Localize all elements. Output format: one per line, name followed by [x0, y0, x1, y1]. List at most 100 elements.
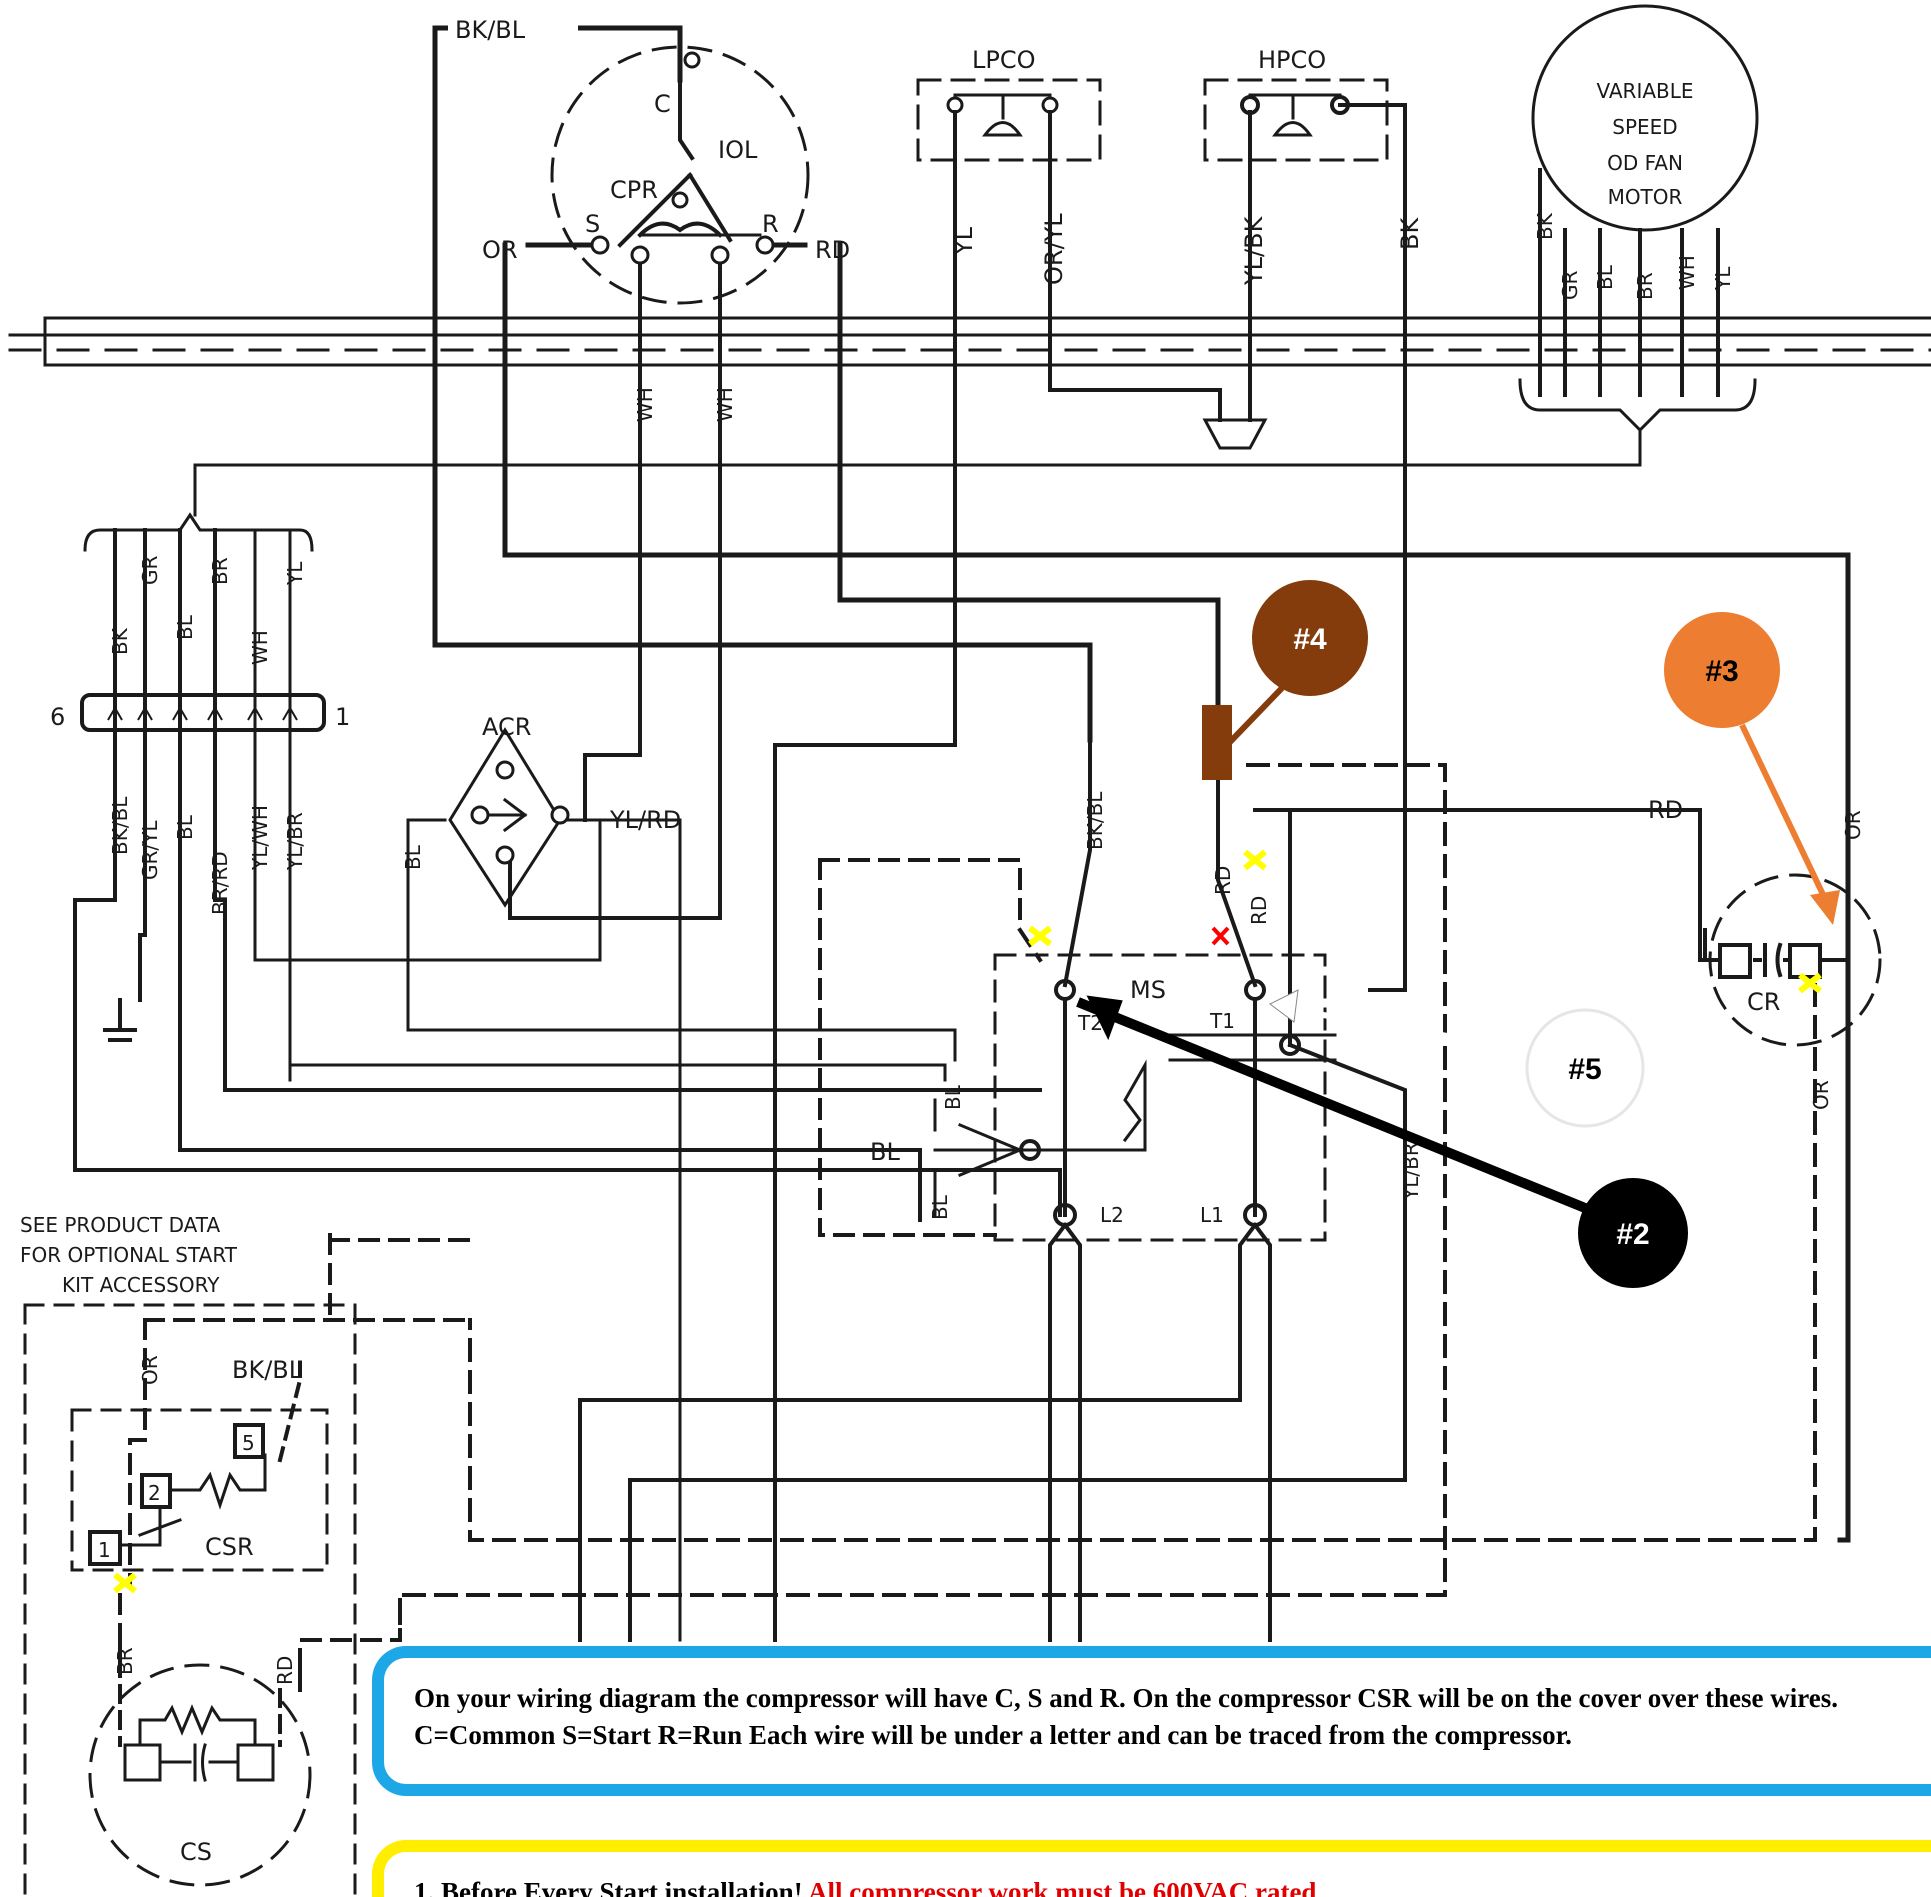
label-yl-bk: YL/BK	[1240, 215, 1268, 286]
label-rd-top: RD	[815, 236, 850, 264]
rd-wire	[762, 242, 1221, 708]
label-cr-rd: RD	[1648, 796, 1683, 824]
label-t1: T1	[1209, 1009, 1235, 1033]
callout-2-label: #2	[1616, 1218, 1649, 1251]
label-csr-pin-2: 2	[148, 1481, 161, 1505]
label-compressor: CPR	[610, 176, 658, 204]
label-compressor-r: R	[762, 210, 779, 238]
label-fan-bk: BK	[1533, 212, 1557, 240]
wh-wire-1	[583, 253, 642, 822]
connector-symbol	[1202, 418, 1268, 450]
label-plug-wh: WH	[248, 630, 272, 665]
label-ms-rd-1: RD	[1211, 866, 1235, 895]
ground-symbol	[103, 998, 137, 1042]
label-start-kit-1: SEE PRODUCT DATA	[20, 1213, 220, 1237]
callout-3-circle	[1664, 612, 1780, 728]
yellow-marker-cr	[1798, 972, 1822, 994]
label-lpco: LPCO	[972, 46, 1036, 74]
label-ms-bl-1: BL	[941, 1084, 965, 1110]
blue-note-box: On your wiring diagram the compressor wi…	[372, 1646, 1931, 1796]
label-compressor-s: S	[585, 210, 600, 238]
label-wh-2: WH	[713, 387, 737, 422]
callout-5-label: #5	[1568, 1053, 1601, 1086]
yl-rd-wire	[558, 818, 682, 1642]
label-fan-motor-1: VARIABLE	[1596, 79, 1693, 103]
terminal-r	[755, 235, 775, 255]
yellow-note-prefix: 1. Before Every Start installation!	[414, 1877, 803, 1897]
label-csr: CSR	[205, 1533, 254, 1561]
label-ms-rd-2: RD	[1247, 896, 1271, 925]
label-wh-1: WH	[633, 387, 657, 422]
yl-br-wire	[628, 1042, 1407, 1642]
label-l1: L1	[1200, 1203, 1224, 1227]
label-start-kit-3: KIT ACCESSORY	[62, 1273, 220, 1297]
label-plug-bl: BL	[173, 614, 197, 640]
yellow-note-box: 1. Before Every Start installation! All …	[372, 1840, 1931, 1897]
label-plug-br-rd: BR/RD	[208, 851, 232, 915]
label-ms-bl-2: BL	[870, 1138, 900, 1166]
label-fan-br: BR	[1633, 272, 1657, 300]
callout-5-circle	[1525, 1008, 1645, 1128]
plug-connector	[80, 693, 326, 732]
fan-motor-circle	[1531, 4, 1759, 232]
callout-3-arrow	[1739, 723, 1831, 907]
label-bk: BK	[1396, 217, 1424, 250]
callout-5-arrowhead	[1269, 989, 1299, 1023]
callout-2-arrowhead	[1086, 995, 1123, 1041]
acr-bridge	[448, 727, 562, 908]
cs-outline	[88, 1663, 312, 1887]
label-cs-rd: RD	[273, 1656, 297, 1685]
label-or-left: OR	[482, 236, 518, 264]
label-plug-br: BR	[208, 557, 232, 585]
callout-3-arrowhead	[1810, 890, 1840, 925]
label-acr: ACR	[482, 713, 531, 741]
label-plug-yl-br: YL/BR	[283, 812, 307, 871]
lpco-box	[916, 78, 1102, 162]
label-fan-motor-3: OD FAN	[1607, 151, 1683, 175]
label-cs: CS	[180, 1838, 212, 1866]
yellow-marker-rd	[1243, 849, 1267, 871]
callout-2-arrow	[1076, 997, 1592, 1215]
plug-br-wire	[213, 528, 1042, 1092]
label-sk-or: OR	[138, 1355, 162, 1385]
terminal-c	[683, 51, 701, 69]
label-fan-motor-4: MOTOR	[1608, 185, 1683, 209]
yellow-marker-bk-bl	[1028, 925, 1052, 947]
hpco-box	[1203, 78, 1389, 162]
label-fan-bl: BL	[1593, 264, 1617, 290]
bk-bl-wire-to-ms	[432, 25, 1093, 743]
label-ms-bk-bl: BK/BL	[1083, 791, 1107, 850]
or-yl-wire	[1048, 110, 1222, 422]
label-hpco: HPCO	[1258, 46, 1326, 74]
brown-marker-bar	[1202, 705, 1232, 780]
label-sk-bk-bl: BK/BL	[232, 1356, 303, 1384]
terminal-s	[590, 235, 610, 255]
cr-rd-wire	[1288, 808, 1707, 962]
label-fan-motor-2: SPEED	[1612, 115, 1677, 139]
yellow-marker-csr	[113, 1572, 137, 1594]
callout-5-arrow	[1281, 1005, 1531, 1053]
label-plug-yl: YL	[283, 561, 307, 586]
fan-motor-leads	[1538, 168, 1720, 397]
cr-or-dashed	[468, 983, 1817, 1542]
csr-box	[70, 1408, 329, 1572]
compressor-outline	[550, 45, 810, 305]
label-acr-bl: BL	[401, 844, 425, 870]
label-csr-pin-1: 1	[98, 1538, 111, 1562]
or-wire	[502, 242, 1851, 1543]
label-plug-1: 1	[335, 703, 350, 731]
label-plug-bk-bl: BK/BL	[108, 796, 132, 855]
label-fan-gr: GR	[1558, 271, 1582, 300]
label-ms: MS	[1130, 976, 1166, 1004]
callout-2-circle	[1578, 1178, 1688, 1288]
plug-bl-wire	[178, 528, 922, 1222]
label-plug-yl-wh: YL/WH	[248, 805, 272, 871]
callout-4-circle	[1252, 580, 1368, 696]
label-fan-yl: YL	[1711, 266, 1735, 291]
label-compressor-c: C	[654, 90, 671, 118]
plug-bk-wire	[73, 528, 1062, 1217]
blue-note-text: On your wiring diagram the compressor wi…	[414, 1683, 1838, 1750]
label-cs-br: BR	[113, 1647, 137, 1675]
